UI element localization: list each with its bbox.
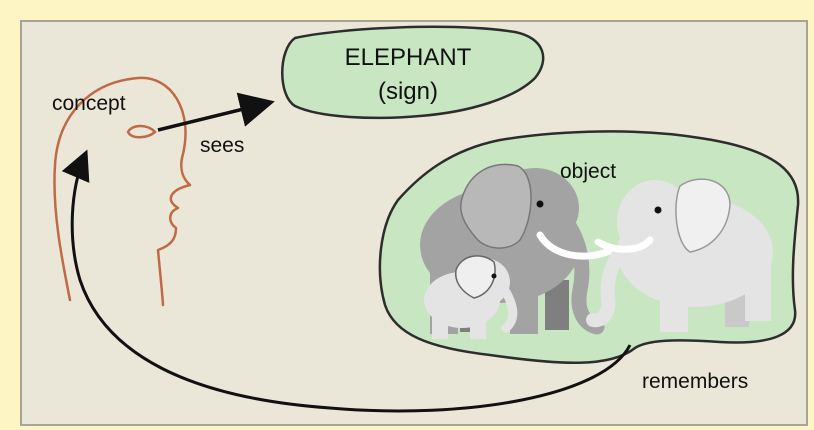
object-label: object <box>560 160 616 184</box>
sign-word-label: ELEPHANT <box>318 42 498 74</box>
sees-arrow <box>158 103 268 130</box>
eye-icon <box>128 126 155 137</box>
sees-label: sees <box>200 134 244 158</box>
concept-label: concept <box>52 92 126 116</box>
remembers-label: remembers <box>642 370 748 394</box>
sign-type-label: (sign) <box>318 76 498 108</box>
